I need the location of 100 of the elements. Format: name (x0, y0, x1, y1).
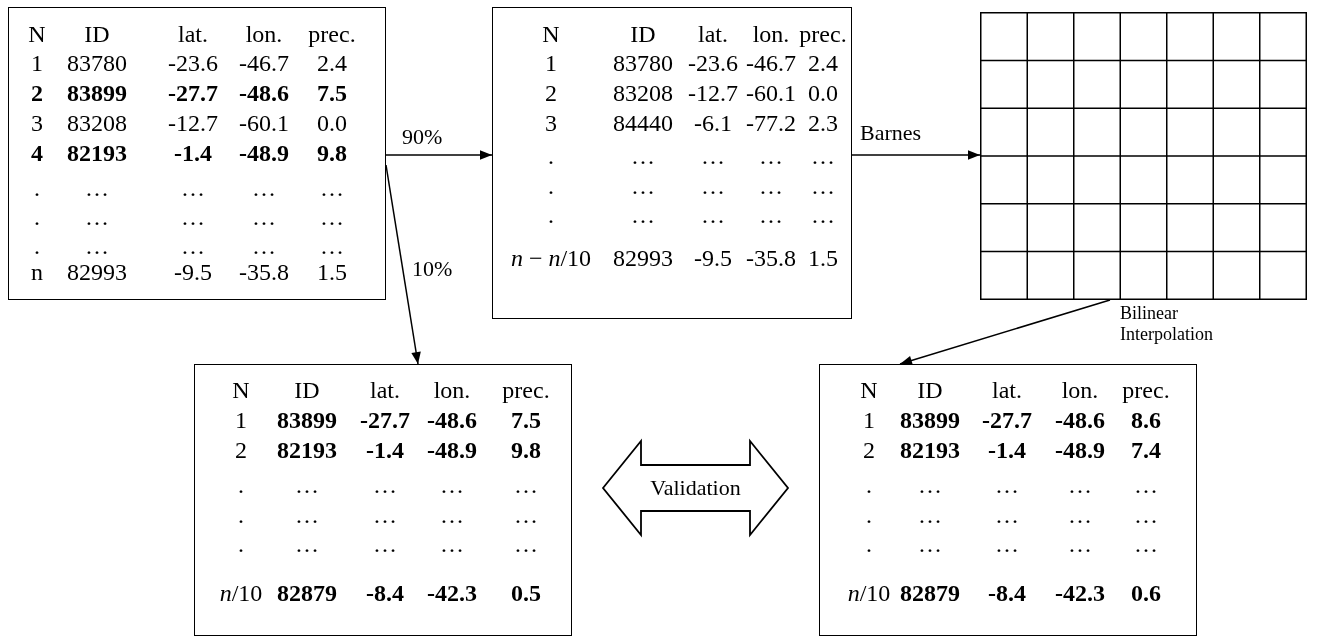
table-cell: … (701, 203, 725, 227)
table-cell: … (759, 203, 783, 227)
edge-label: Barnes (860, 120, 922, 146)
table-cell: -23.6 (168, 51, 218, 75)
table-cell: … (252, 205, 276, 229)
table-cell: … (1134, 473, 1158, 497)
table-cell: … (811, 144, 835, 168)
table-cell: … (995, 503, 1019, 527)
table-cell: -46.7 (239, 51, 289, 75)
table-cell: 83208 (613, 81, 673, 105)
table-cell: 82993 (613, 246, 673, 270)
table-cell: 7.5 (317, 81, 347, 105)
table-cell: … (181, 234, 205, 258)
table-cell: … (1134, 503, 1158, 527)
table-cell: … (181, 205, 205, 229)
table-cell: 2 (545, 81, 557, 105)
arrow (851, 150, 981, 160)
table-cell: N (542, 22, 560, 46)
table-cell: … (631, 144, 655, 168)
table-cell: 0.0 (317, 111, 347, 135)
table-cell: n/10 (219, 581, 263, 605)
double-arrow (601, 438, 790, 538)
table-cell: 3 (545, 111, 557, 135)
table-cell: … (918, 532, 942, 556)
table-cell: N (860, 378, 878, 402)
table-cell: prec. (799, 22, 847, 46)
table-cell: … (85, 176, 109, 200)
grid-drawing (980, 12, 1307, 300)
table-cell: … (373, 503, 397, 527)
table-cell: 82193 (277, 438, 337, 462)
table-cell: … (918, 473, 942, 497)
table-cell: . (238, 532, 244, 556)
table-cell: -46.7 (746, 51, 796, 75)
table-cell: … (373, 532, 397, 556)
table-cell: ID (630, 22, 656, 46)
table-cell: ID (294, 378, 320, 402)
table-cell: … (440, 532, 464, 556)
table-cell: … (85, 205, 109, 229)
table-cell: . (866, 473, 872, 497)
table-cell: … (811, 174, 835, 198)
table-cell: lat. (992, 378, 1022, 402)
table-cell: … (252, 176, 276, 200)
table-cell: lon. (752, 22, 790, 46)
table-cell: 82993 (67, 260, 127, 284)
table-cell: -1.4 (174, 141, 212, 165)
table-cell: -9.5 (174, 260, 212, 284)
table-cell: … (759, 174, 783, 198)
table-cell: 84440 (613, 111, 673, 135)
table-cell: -48.9 (427, 438, 477, 462)
table-cell: prec. (502, 378, 550, 402)
table-cell: … (631, 203, 655, 227)
table-cell: prec. (1122, 378, 1170, 402)
table-cell: … (918, 503, 942, 527)
table-cell: … (811, 203, 835, 227)
table-cell: … (295, 532, 319, 556)
table-cell: 8.6 (1131, 408, 1161, 432)
table-cell: ID (84, 22, 110, 46)
table-box (492, 7, 852, 319)
table-cell: . (548, 144, 554, 168)
table-cell: 3 (31, 111, 43, 135)
table-cell: -48.6 (1055, 408, 1105, 432)
table-cell: . (34, 176, 40, 200)
table-cell: 2 (863, 438, 875, 462)
table-cell: 2.3 (808, 111, 838, 135)
table-cell: -48.9 (239, 141, 289, 165)
edge-label: 10% (412, 256, 453, 282)
table-cell: -35.8 (239, 260, 289, 284)
table-cell: … (514, 532, 538, 556)
table-cell: … (320, 205, 344, 229)
table-cell: … (320, 176, 344, 200)
table-cell: N (28, 22, 46, 46)
table-cell: -42.3 (427, 581, 477, 605)
table-cell: . (548, 174, 554, 198)
table-cell: -27.7 (360, 408, 410, 432)
table-cell: … (295, 473, 319, 497)
table-cell: lon. (433, 378, 471, 402)
table-cell: . (34, 234, 40, 258)
table-cell: lat. (698, 22, 728, 46)
table-cell: 82193 (67, 141, 127, 165)
table-cell: -77.2 (746, 111, 796, 135)
table-cell: … (1068, 503, 1092, 527)
table-cell: 9.8 (317, 141, 347, 165)
table-cell: … (995, 473, 1019, 497)
table-cell: -12.7 (688, 81, 738, 105)
table-cell: … (373, 473, 397, 497)
table-cell: … (85, 234, 109, 258)
table-cell: lon. (1061, 378, 1099, 402)
table-cell: -1.4 (366, 438, 404, 462)
table-cell: -23.6 (688, 51, 738, 75)
table-cell: … (1134, 532, 1158, 556)
table-cell: -60.1 (746, 81, 796, 105)
table-cell: N (232, 378, 250, 402)
table-cell: … (320, 234, 344, 258)
table-cell: -6.1 (694, 111, 732, 135)
table-cell: -48.6 (427, 408, 477, 432)
table-cell: -12.7 (168, 111, 218, 135)
table-cell: -48.9 (1055, 438, 1105, 462)
table-cell: -1.4 (988, 438, 1026, 462)
table-cell: … (252, 234, 276, 258)
table-cell: 7.4 (1131, 438, 1161, 462)
